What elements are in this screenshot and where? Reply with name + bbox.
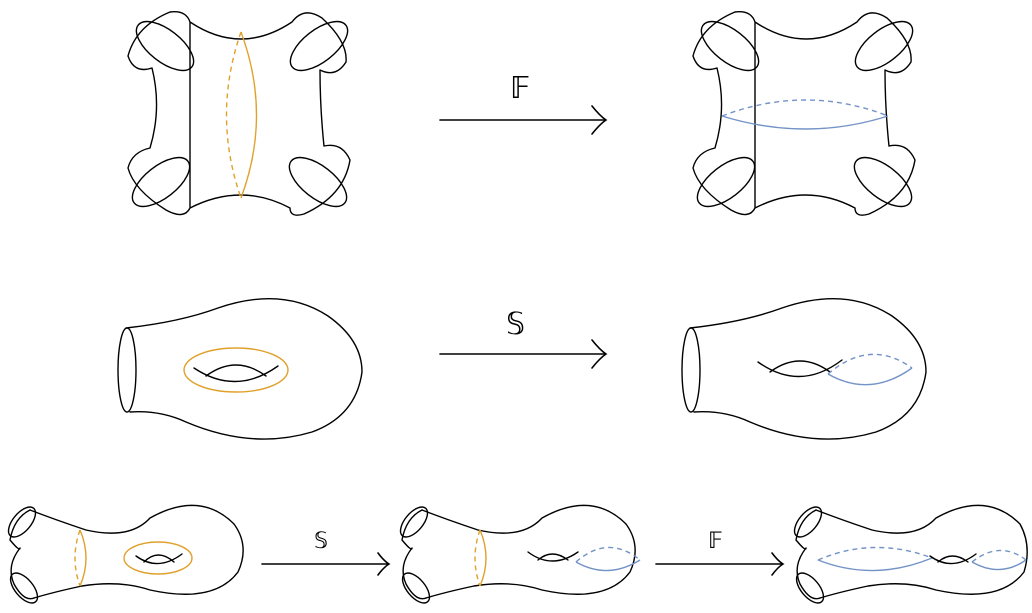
- row2-left-surface: [117, 298, 363, 440]
- row3-middle-surface: [399, 504, 641, 604]
- handle-upper-curve: [143, 554, 175, 563]
- orange-curve: [183, 347, 289, 393]
- handle-upper-curve: [769, 360, 831, 373]
- row3-left-surface: [7, 504, 244, 604]
- row2-right-surface: [681, 298, 927, 440]
- boundary-ellipse: [681, 327, 701, 413]
- boundary-ellipse-top: [7, 506, 37, 538]
- orange-curve-handle: [123, 541, 193, 575]
- surface-outline: [689, 298, 927, 440]
- arrow-label-f: 𝔽: [708, 529, 723, 554]
- arrow-label-s: 𝕊: [314, 529, 328, 554]
- blue-curve-dashed: [575, 546, 641, 563]
- orange-curve-dashed: [74, 529, 81, 587]
- boundary-ellipse-top-right: [289, 20, 349, 72]
- handle-lower-curve: [929, 553, 977, 565]
- boundary-ellipse-top-left: [135, 20, 195, 72]
- row2-arrow: 𝕊: [439, 307, 608, 369]
- orange-curve-solid: [479, 529, 487, 587]
- boundary-ellipse-bottom-right: [853, 156, 913, 208]
- blue-curve-dashed: [721, 99, 889, 117]
- boundary-ellipse-top-right: [854, 20, 914, 72]
- blue-curve-dashed: [827, 353, 913, 375]
- boundary-ellipse-bottom-right: [288, 156, 348, 208]
- handle-lower-curve: [757, 359, 843, 378]
- boundary-ellipse: [117, 327, 137, 413]
- surface-outline: [127, 11, 351, 216]
- row1-arrow: 𝔽: [439, 71, 608, 135]
- boundary-ellipse-bottom: [795, 572, 825, 604]
- arrow-head: [591, 105, 608, 135]
- boundary-rim-left: [9, 509, 35, 600]
- handle-upper-curve: [937, 555, 969, 563]
- boundary-ellipse-top: [793, 506, 823, 538]
- boundary-ellipse-top: [399, 506, 429, 538]
- orange-curve-dashed: [225, 31, 242, 199]
- arrow-label-f: 𝔽: [510, 71, 530, 106]
- row1-right-surface: [692, 11, 916, 216]
- orange-curve-solid: [79, 529, 87, 587]
- boundary-ellipse-bottom-left: [131, 156, 191, 208]
- surface-outline: [125, 298, 363, 440]
- handle-upper-curve: [537, 553, 569, 561]
- boundary-rim-left: [795, 509, 821, 600]
- blue-curve-dashed-short: [971, 549, 1027, 563]
- boundary-ellipse-bottom-left: [696, 156, 756, 208]
- boundary-ellipse-bottom: [9, 572, 39, 604]
- row3-right-surface: [793, 504, 1028, 604]
- boundary-ellipse-bottom: [401, 572, 431, 604]
- handle-lower-curve: [135, 553, 183, 565]
- orange-curve-solid: [240, 31, 258, 199]
- row1-left-surface: [127, 11, 351, 216]
- handle-lower-curve: [193, 365, 279, 383]
- surface-outline: [692, 11, 916, 216]
- surface-outline: [29, 504, 244, 599]
- arrow-label-s: 𝕊: [506, 307, 525, 342]
- handle-upper-curve: [205, 364, 267, 377]
- orange-curve-dashed: [474, 529, 481, 587]
- surface-outline: [815, 504, 1028, 599]
- surface-outline: [421, 504, 636, 599]
- arrow-head: [771, 552, 785, 576]
- row3-arrow-b: 𝔽: [655, 529, 785, 576]
- blue-curve-dashed-long: [817, 546, 933, 561]
- blue-curve-solid: [827, 367, 913, 386]
- handle-lower-curve: [527, 551, 579, 562]
- arrow-head: [377, 552, 391, 576]
- blue-curve-solid: [575, 559, 641, 572]
- blue-curve-solid-short: [971, 559, 1027, 571]
- boundary-ellipse-top-left: [700, 20, 760, 72]
- arrow-head: [591, 339, 608, 369]
- boundary-rim-left: [401, 509, 427, 600]
- blue-curve-solid: [721, 115, 889, 130]
- row3-arrow-a: 𝕊: [261, 529, 391, 576]
- blue-curve-solid-long: [817, 557, 933, 572]
